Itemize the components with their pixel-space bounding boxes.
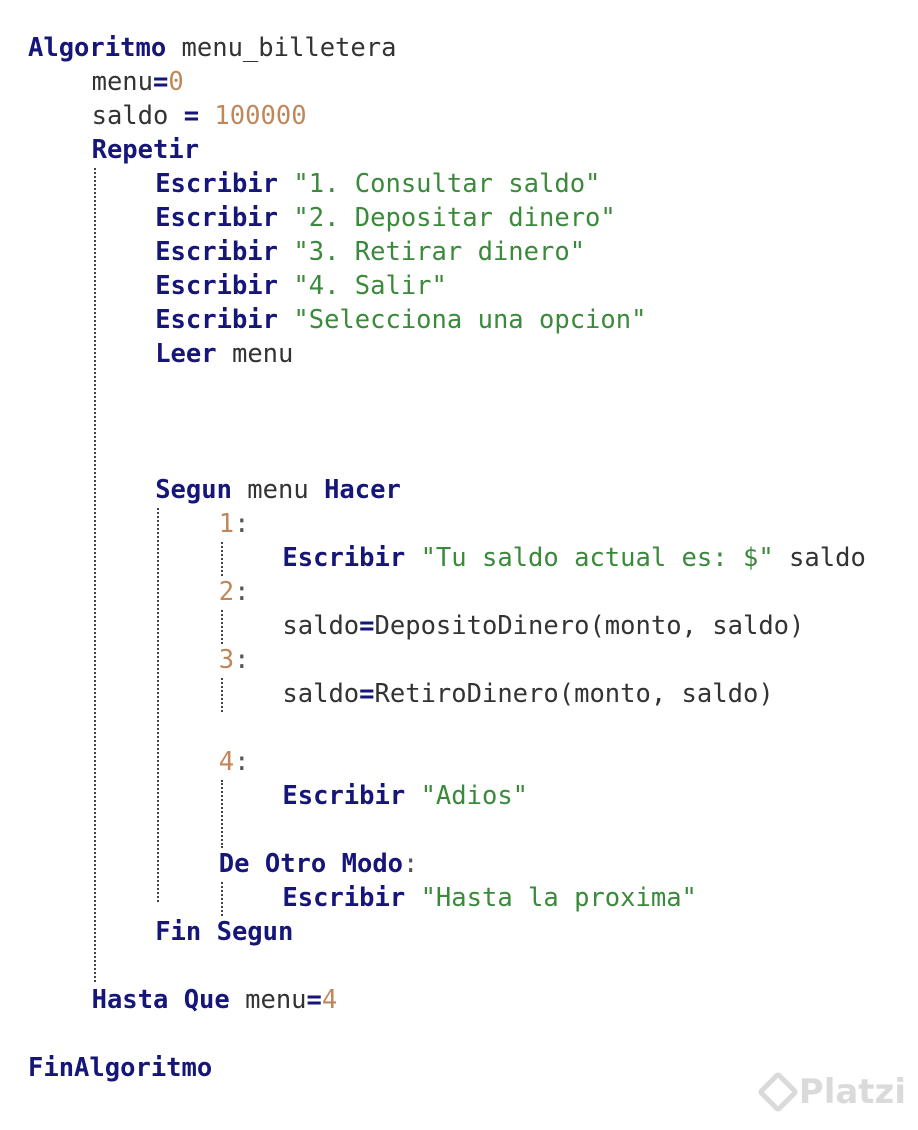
- code-line: Escribir "Selecciona una opcion": [155, 303, 646, 337]
- code-line: saldo = 100000: [92, 99, 307, 133]
- code-line: saldo=DepositoDinero(monto, saldo): [282, 609, 804, 643]
- case-1-guide: [221, 542, 223, 576]
- code-token-num: 4: [321, 985, 338, 1015]
- code-token-kw: Escribir: [155, 305, 279, 335]
- code-token-id: menu: [231, 475, 325, 505]
- code-token-id: menu: [216, 339, 294, 369]
- code-token-str: "1. Consultar saldo": [278, 169, 601, 199]
- code-line: 1:: [219, 507, 250, 541]
- code-token-kw: Escribir: [155, 203, 279, 233]
- code-token-kw: Algoritmo: [28, 33, 167, 63]
- code-line: Escribir "1. Consultar saldo": [155, 167, 600, 201]
- code-token-id: saldo: [282, 611, 360, 641]
- code-token-num: 3: [218, 645, 235, 675]
- code-token-punc: :: [234, 509, 250, 539]
- code-token-punc: :: [234, 747, 250, 777]
- code-token-id: RetiroDinero(monto, saldo): [374, 679, 774, 709]
- code-token-op: =: [306, 985, 322, 1015]
- code-line: Escribir "Hasta la proxima": [282, 881, 697, 915]
- code-token-kw: Escribir: [282, 543, 406, 573]
- code-token-str: "4. Salir": [278, 271, 447, 301]
- case-2-guide: [221, 610, 223, 644]
- code-token-kw: Escribir: [282, 781, 406, 811]
- code-token-id: DepositoDinero(monto, saldo): [374, 611, 805, 641]
- repetir-block-guide: [94, 168, 96, 982]
- code-line: Leer menu: [155, 337, 293, 371]
- code-token-kw: Escribir: [155, 169, 279, 199]
- code-line: Segun menu Hacer: [155, 473, 401, 507]
- platzi-logo-icon: [756, 1070, 799, 1114]
- code-token-id: saldo: [282, 679, 360, 709]
- code-token-op: =: [153, 67, 169, 97]
- code-line: Algoritmo menu_billetera: [28, 31, 396, 65]
- otro-modo-guide: [221, 882, 223, 916]
- code-token-kw: Escribir: [282, 883, 406, 913]
- code-token-kw: Leer: [155, 339, 217, 369]
- code-token-kw: Escribir: [155, 237, 279, 267]
- code-token-num: 1: [218, 509, 235, 539]
- code-token-punc: :: [234, 645, 250, 675]
- code-token-op: =: [359, 611, 375, 641]
- code-line: menu=0: [92, 65, 184, 99]
- code-token-kw: Escribir: [155, 271, 279, 301]
- code-token-num: 0: [168, 67, 184, 97]
- code-line: Escribir "2. Depositar dinero": [155, 201, 616, 235]
- code-token-id: saldo: [773, 543, 866, 573]
- code-line: 4:: [219, 745, 250, 779]
- code-token-punc: :: [403, 849, 419, 879]
- code-token-kw: FinAlgoritmo: [28, 1053, 213, 1083]
- code-token-num: 4: [218, 747, 235, 777]
- watermark-text: Platzi: [798, 1072, 906, 1112]
- code-token-op: =: [359, 679, 375, 709]
- code-token-str: "Adios": [405, 781, 529, 811]
- code-line: Fin Segun: [155, 915, 293, 949]
- code-token-kw: Fin Segun: [155, 917, 294, 947]
- code-line: Hasta Que menu=4: [92, 983, 338, 1017]
- code-line: Repetir: [92, 133, 199, 167]
- code-line: saldo=RetiroDinero(monto, saldo): [282, 677, 773, 711]
- code-line: Escribir "Tu saldo actual es: $" saldo: [282, 541, 865, 575]
- code-token-id: menu_billetera: [166, 33, 397, 63]
- code-token-str: "Hasta la proxima": [405, 883, 697, 913]
- code-token-str: "Tu saldo actual es: $": [405, 543, 774, 573]
- code-line: FinAlgoritmo: [28, 1051, 212, 1085]
- case-4-guide: [221, 780, 223, 848]
- case-3-guide: [221, 678, 223, 712]
- code-line: Escribir "4. Salir": [155, 269, 447, 303]
- platzi-watermark: Platzi: [756, 1070, 906, 1114]
- code-token-id: menu: [229, 985, 307, 1015]
- code-token-punc: :: [234, 577, 250, 607]
- code-token-kw: Hasta Que: [91, 985, 230, 1015]
- code-line: 3:: [219, 643, 250, 677]
- code-line: 2:: [219, 575, 250, 609]
- code-line: Escribir "Adios": [282, 779, 528, 813]
- code-token-kw: De Otro Modo: [218, 849, 404, 879]
- code-token-kw: Repetir: [91, 135, 200, 165]
- code-token-kw: Segun: [155, 475, 232, 505]
- code-token-id: saldo: [91, 101, 184, 131]
- code-token-str: "3. Retirar dinero": [278, 237, 586, 267]
- code-token-op: =: [183, 101, 200, 131]
- code-line: De Otro Modo:: [219, 847, 419, 881]
- code-token-str: "Selecciona una opcion": [278, 305, 647, 335]
- code-token-num: 2: [218, 577, 235, 607]
- code-token-id: menu: [91, 67, 154, 97]
- code-token-num: 100000: [199, 101, 307, 131]
- code-token-kw: Hacer: [324, 475, 401, 505]
- code-token-str: "2. Depositar dinero": [278, 203, 616, 233]
- segun-block-guide: [157, 508, 159, 902]
- code-line: Escribir "3. Retirar dinero": [155, 235, 585, 269]
